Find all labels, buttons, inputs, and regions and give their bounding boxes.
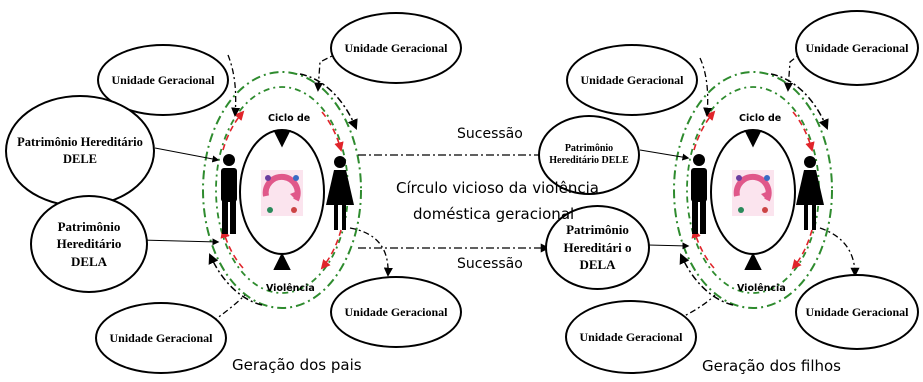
right-woman-icon [796,156,824,230]
right-cycle-label-bottom: Violência [737,283,786,294]
right-unidade-bottom-right: Unidade Geracional [795,274,919,350]
center-title-line2: doméstica geracional [413,205,575,223]
left-man-icon [221,154,237,234]
right-red-arrow-tl [693,110,716,151]
right-man-icon [691,154,707,234]
right-figure-c [738,207,744,213]
left-unidade-bottom-left: Unidade Geracional [95,302,227,374]
right-red-arrow-tr [792,111,815,152]
left-red-arrow-br [320,229,342,270]
right-patrimonio-dela-arrow [647,242,690,250]
right-red-arrow-bl [691,228,715,269]
right-figure-b [764,175,770,181]
sucessao-bottom-label: Sucessão [457,256,523,272]
right-cycle-illustration [732,170,774,216]
right-cycle-pink-arrowhead [761,190,771,200]
left-black-arrow-top [299,73,358,130]
left-caption: Geração dos pais [232,356,362,374]
left-patrimonio-dela-arrow [139,238,220,246]
left-unidade-bottom-right: Unidade Geracional [330,276,462,348]
right-cycle-graphics [639,49,860,326]
left-patrimonio-dele: Patrimônio Hereditário DELE [5,95,155,207]
sucessao-top-label: Sucessão [457,126,523,142]
left-woman-icon [326,156,354,230]
left-red-arrow-tl [222,110,245,151]
right-unidade-br-link [819,227,860,277]
right-figure-d [762,207,768,213]
right-figure-a [736,175,742,181]
right-patrimonio-dela: Patrimônio Hereditári o DELA [545,205,650,290]
left-unidade-top-right: Unidade Geracional [330,12,462,84]
right-patrimonio-dele-arrow [639,149,690,161]
left-red-arrow-bl [220,228,244,269]
left-figure-a [265,175,271,181]
left-unidade-tl-link [227,54,241,117]
right-unidade-top-left: Unidade Geracional [566,44,698,116]
right-outer-green-ellipse [673,71,833,309]
right-unidade-tl-link [699,57,713,117]
right-caption: Geração dos filhos [702,357,841,375]
left-cycle-label-bottom: Violência [266,283,315,294]
left-black-arrow-bottom [208,253,263,306]
left-cycle-pink-arrowhead [290,190,300,200]
right-patrimonio-dele: Patrimônio Hereditário DELE [538,115,640,195]
left-figure-d [291,207,297,213]
left-patrimonio-dela: Patrimônio Hereditário DELA [30,195,148,293]
left-unidade-br-link [349,227,393,277]
left-outer-green-ellipse [202,71,362,309]
right-unidade-top-right: Unidade Geracional [795,10,919,86]
right-unidade-tr-link [783,49,806,92]
left-figure-b [293,175,299,181]
left-cycle-label-top: Ciclo de [268,113,311,124]
left-cycle-illustration [261,170,303,216]
right-black-arrow-bottom [679,253,734,306]
right-unidade-bottom-left: Unidade Geracional [565,300,697,374]
left-figure-c [267,207,273,213]
left-cycle-graphics [139,51,393,331]
right-black-arrow-top [770,73,829,130]
left-patrimonio-dele-arrow [154,147,220,163]
right-cycle-label-top: Ciclo de [739,113,782,124]
right-red-arrow-br [791,229,813,270]
left-red-arrow-tr [321,111,344,152]
center-title-line1: Círculo vicioso da violência [396,179,599,197]
